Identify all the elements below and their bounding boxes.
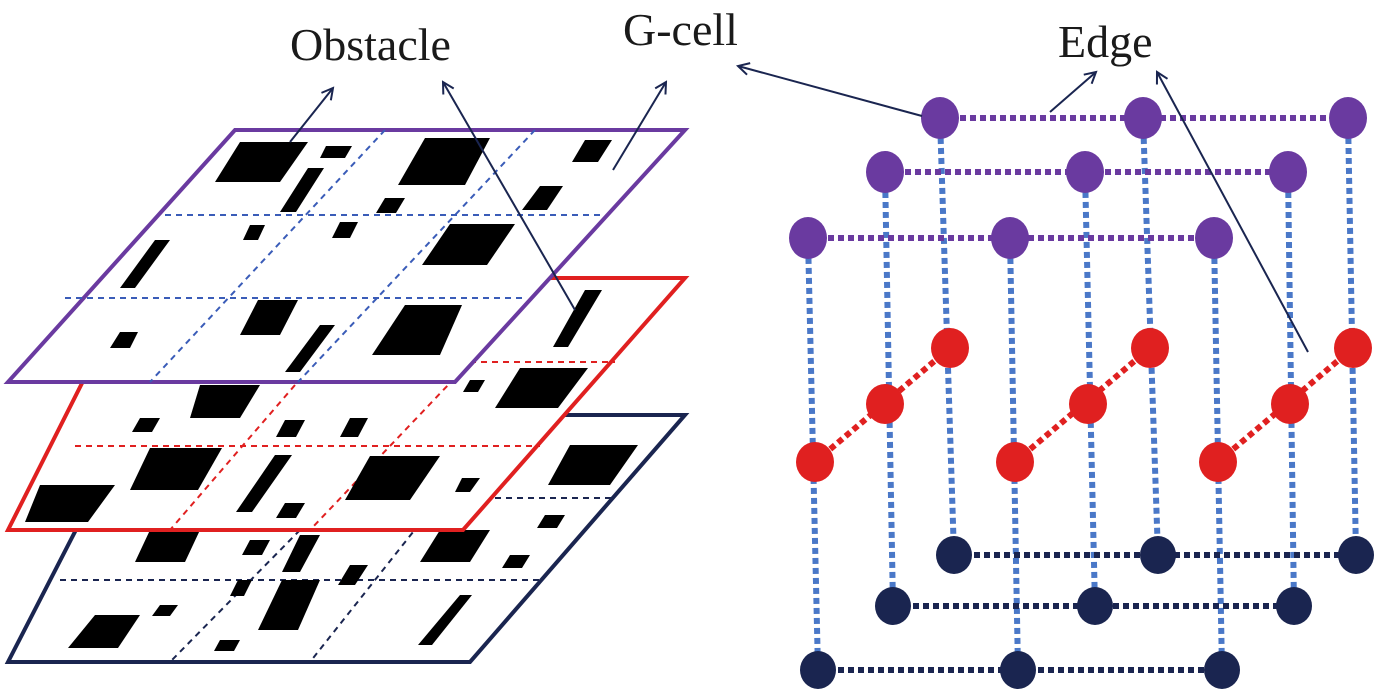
obstacle-arrow-1	[289, 88, 333, 143]
middle-layer-obstacles	[25, 368, 638, 522]
grid-graph	[789, 97, 1374, 689]
gcell-arrow-plane	[612, 82, 666, 171]
graph-node	[1199, 442, 1237, 482]
graph-node	[931, 328, 969, 368]
vertical-edges	[805, 117, 1359, 671]
obstacle-label: Obstacle	[290, 19, 451, 70]
graph-node	[1338, 536, 1374, 574]
gcell-label: G-cell	[623, 4, 738, 55]
graph-node	[1000, 651, 1036, 689]
top-layer-nodes	[789, 97, 1367, 259]
top-layer-obstacles	[110, 138, 612, 372]
annotation-arrows	[289, 66, 1309, 353]
graph-node	[1066, 151, 1104, 193]
graph-node	[1140, 536, 1176, 574]
middle-layer-gcell-grid	[75, 361, 615, 531]
graph-node	[1269, 151, 1307, 193]
bottom-layer-nodes	[800, 536, 1374, 689]
graph-node	[1204, 651, 1240, 689]
graph-node	[1124, 97, 1162, 139]
middle-layer-nodes	[796, 328, 1372, 482]
graph-node	[1329, 97, 1367, 139]
obstacle-arrow-2	[443, 82, 576, 311]
graph-node	[866, 384, 904, 424]
graph-node	[1271, 384, 1309, 424]
graph-node	[866, 151, 904, 193]
graph-node	[936, 536, 972, 574]
graph-node	[1077, 587, 1113, 625]
edge-arrow-2	[1157, 72, 1309, 353]
graph-node	[996, 442, 1034, 482]
graph-node	[875, 587, 911, 625]
graph-node	[789, 217, 827, 259]
graph-node	[800, 651, 836, 689]
graph-node	[1131, 328, 1169, 368]
graph-node	[1334, 328, 1372, 368]
graph-node	[1069, 384, 1107, 424]
graph-node	[991, 217, 1029, 259]
edge-arrow-1	[1049, 72, 1096, 113]
graph-node	[1276, 587, 1312, 625]
edge-label: Edge	[1058, 16, 1153, 67]
bottom-layer-obstacles	[68, 515, 565, 651]
graph-node	[796, 442, 834, 482]
graph-node	[1195, 217, 1233, 259]
graph-node	[921, 97, 959, 139]
gcell-arrow-node	[738, 66, 923, 117]
